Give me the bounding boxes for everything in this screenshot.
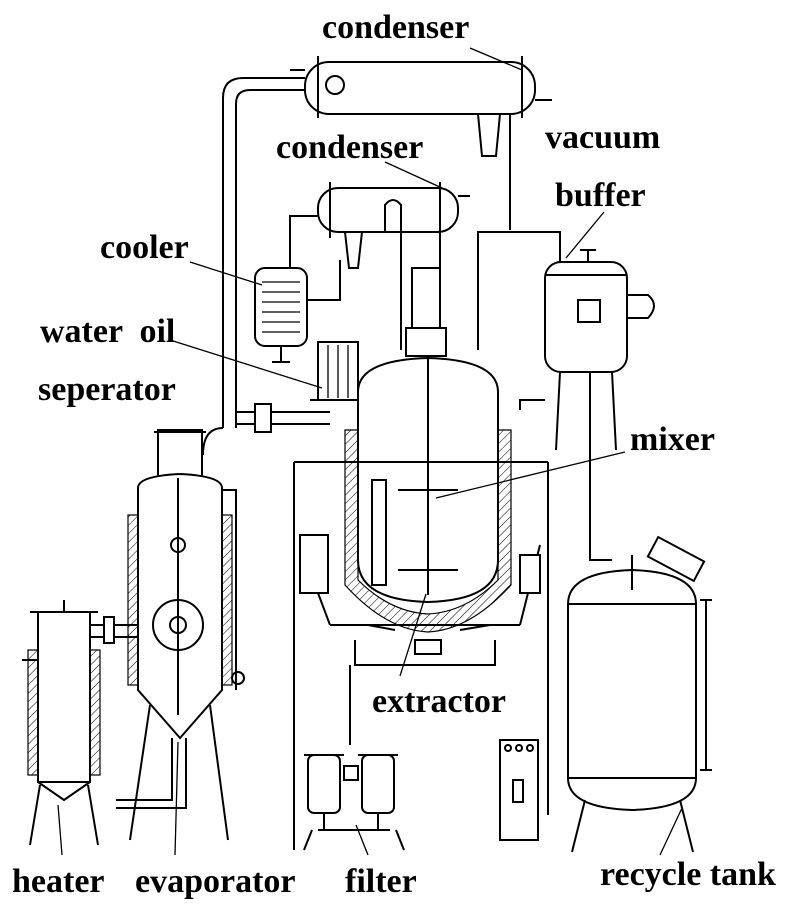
label-mixer: mixer	[630, 421, 715, 458]
control-cabinet	[499, 739, 539, 841]
label-water-oil: water oil	[40, 313, 175, 350]
label-cooler: cooler	[100, 229, 189, 266]
labels: condenser condenser vacuum buffer cooler…	[12, 9, 776, 900]
label-buffer: buffer	[555, 177, 646, 214]
middle-condenser	[317, 182, 470, 350]
extractor-vessel	[299, 267, 541, 745]
label-extractor: extractor	[372, 683, 506, 720]
evaporator-vessel	[116, 429, 245, 841]
label-vacuum: vacuum	[545, 119, 660, 156]
leader-lines	[57, 47, 683, 856]
label-heater: heater	[12, 863, 105, 900]
filter-units	[303, 754, 405, 851]
support-frame	[293, 461, 549, 850]
label-evaporator: evaporator	[135, 863, 296, 900]
top-condenser	[290, 56, 552, 230]
heater-vessel	[22, 600, 138, 846]
recycle-tank	[567, 372, 712, 853]
label-filter: filter	[345, 863, 417, 900]
label-condenser-mid: condenser	[276, 129, 423, 166]
label-separator: seperator	[38, 371, 176, 408]
water-oil-separator	[310, 341, 365, 401]
cooler-unit	[254, 215, 341, 363]
vacuum-buffer-tank	[477, 231, 655, 451]
label-condenser-top: condenser	[322, 9, 469, 46]
label-recycle-tank: recycle tank	[600, 856, 776, 893]
vapor-pipe	[202, 77, 330, 456]
